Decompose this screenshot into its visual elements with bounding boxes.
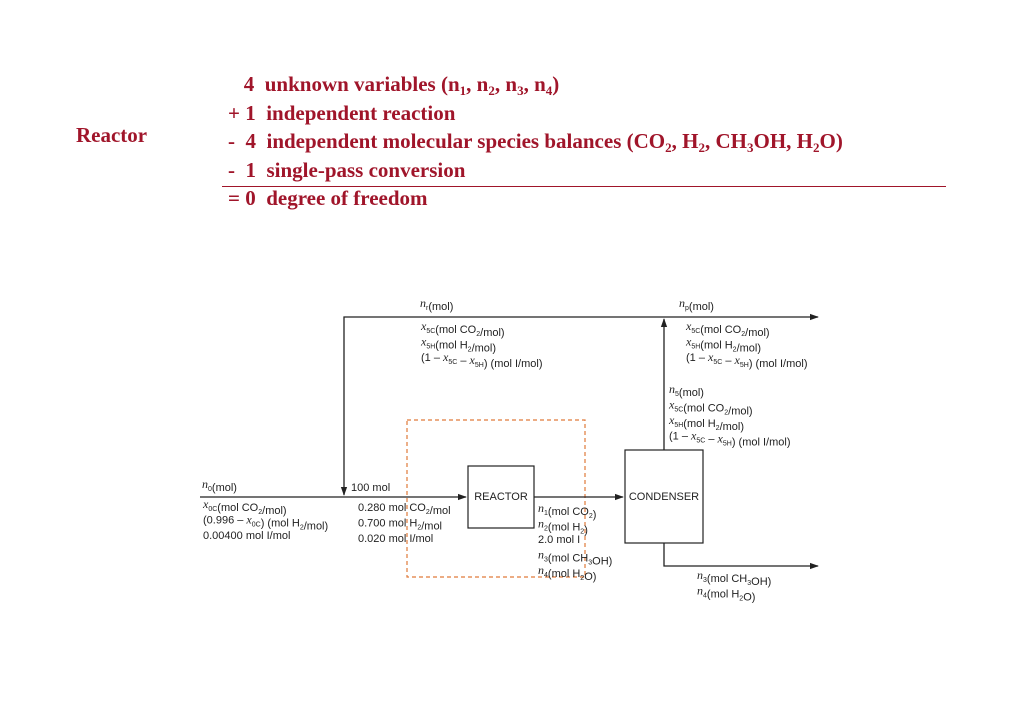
recycle-composition-label: x5C(mol CO2/mol)x5H(mol H2/mol)(1 – x5C … (420, 319, 542, 370)
purge-composition-label: x5C(mol CO2/mol)x5H(mol H2/mol)(1 – x5C … (685, 319, 807, 370)
summation-rule (222, 186, 946, 187)
reactor-box (467, 465, 535, 529)
fresh-feed-composition-label: x0C(mol CO2/mol)(0.996 – x0C) (mol H2/mo… (202, 497, 328, 542)
dof-line: = 0 degree of freedom (228, 186, 428, 210)
dof-line: - 4 independent molecular species balanc… (228, 129, 843, 155)
dof-line: 4 unknown variables (n1, n2, n3, n4) (228, 72, 560, 98)
condenser-label: CONDENSER (629, 491, 699, 503)
dof-line: - 1 single-pass conversion (228, 157, 466, 182)
reactor-label: REACTOR (474, 491, 528, 503)
degree-of-freedom-analysis: 4 unknown variables (n1, n2, n3, n4)+ 1 … (228, 70, 843, 213)
liquid-product-stream (663, 543, 819, 570)
reactor-system-boundary (406, 419, 586, 578)
recycle-stream-label: nr(mol) (420, 296, 453, 313)
purge-stream-label: np(mol) (679, 296, 714, 313)
liquid-product-label: n3(mol CH3OH)n4(mol H2O) (697, 568, 771, 604)
condenser-gas-label: n5(mol)x5C(mol CO2/mol)x5H(mol H2/mol)(1… (668, 382, 790, 449)
fresh-feed-stream-label: n0(mol) (202, 477, 237, 494)
recycle-stream (340, 316, 664, 496)
dof-line: + 1 independent reaction (228, 100, 456, 125)
section-label: Reactor (76, 123, 148, 147)
reactor-feed-basis-label: 100 mol (351, 482, 390, 494)
